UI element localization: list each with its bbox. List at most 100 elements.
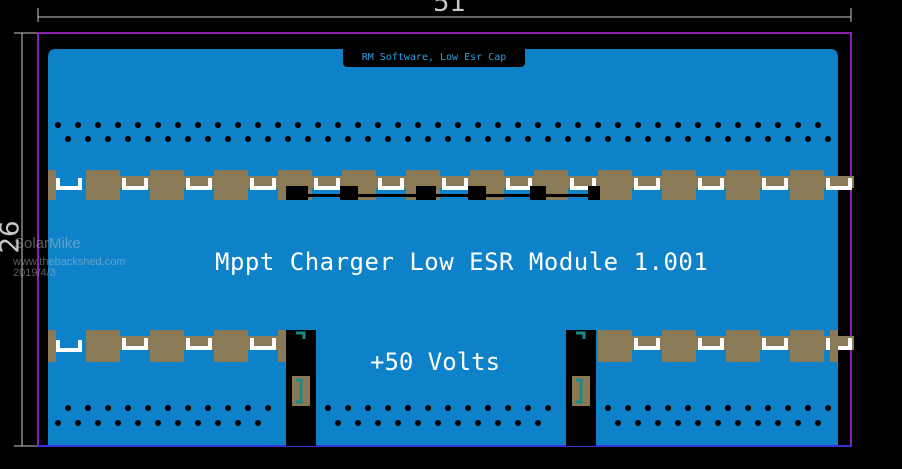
via-hole xyxy=(415,420,421,426)
silkscreen-bracket xyxy=(250,178,276,190)
silkscreen-bracket xyxy=(56,340,82,352)
via-hole xyxy=(635,122,641,128)
pad-bridge xyxy=(248,176,278,188)
via-hole xyxy=(335,122,341,128)
terminal-marker xyxy=(296,331,306,339)
via-hole xyxy=(725,136,731,142)
via-hole xyxy=(235,420,241,426)
silkscreen-bracket xyxy=(56,178,82,190)
terminal-marker xyxy=(296,378,303,404)
via-hole xyxy=(595,122,601,128)
via-hole xyxy=(645,405,651,411)
smd-component xyxy=(468,186,486,200)
via-hole xyxy=(445,405,451,411)
via-hole xyxy=(735,122,741,128)
pad-bridge xyxy=(568,176,598,188)
via-hole xyxy=(225,136,231,142)
silkscreen-bracket xyxy=(698,178,724,190)
via-hole xyxy=(205,405,211,411)
watermark-date: 2019/4/3 xyxy=(13,267,56,279)
via-hole xyxy=(315,122,321,128)
pad-bridge xyxy=(120,176,150,188)
via-hole xyxy=(375,122,381,128)
via-hole xyxy=(265,405,271,411)
pad-bridge xyxy=(824,176,854,188)
via-hole xyxy=(325,136,331,142)
capacitor-pad xyxy=(598,330,632,362)
via-hole xyxy=(515,420,521,426)
via-hole xyxy=(515,122,521,128)
watermark-name: SolarMike xyxy=(14,235,81,252)
via-hole xyxy=(555,122,561,128)
silkscreen-bracket xyxy=(570,178,596,190)
watermark-site: www.thebackshed.com xyxy=(13,256,126,268)
via-hole xyxy=(105,405,111,411)
via-hole xyxy=(535,420,541,426)
via-hole xyxy=(245,405,251,411)
via-hole xyxy=(285,136,291,142)
via-hole xyxy=(635,420,641,426)
top-silkscreen-tag: RM Software, Low Esr Cap xyxy=(343,49,525,67)
via-hole xyxy=(415,122,421,128)
via-hole xyxy=(705,136,711,142)
pad-bridge xyxy=(696,176,726,188)
via-hole xyxy=(255,122,261,128)
via-hole xyxy=(135,420,141,426)
silkscreen-bracket xyxy=(186,178,212,190)
via-hole xyxy=(535,122,541,128)
terminal-marker xyxy=(576,331,586,339)
silkscreen-bracket xyxy=(506,178,532,190)
via-hole xyxy=(725,405,731,411)
via-hole xyxy=(575,122,581,128)
via-hole xyxy=(475,122,481,128)
via-hole xyxy=(145,136,151,142)
via-hole xyxy=(155,420,161,426)
via-hole xyxy=(695,122,701,128)
via-hole xyxy=(255,420,261,426)
via-hole xyxy=(65,405,71,411)
pad-bridge xyxy=(504,176,534,188)
via-hole xyxy=(645,136,651,142)
silkscreen-bracket xyxy=(634,178,660,190)
silkscreen-bracket xyxy=(378,178,404,190)
silkscreen-bracket xyxy=(442,178,468,190)
via-hole xyxy=(495,420,501,426)
via-hole xyxy=(135,122,141,128)
via-hole xyxy=(375,420,381,426)
pad-bridge xyxy=(312,176,342,188)
via-hole xyxy=(695,420,701,426)
via-hole xyxy=(455,420,461,426)
via-hole xyxy=(355,122,361,128)
capacitor-pad xyxy=(830,330,838,362)
via-hole xyxy=(65,136,71,142)
via-hole xyxy=(165,136,171,142)
via-hole xyxy=(795,122,801,128)
via-hole xyxy=(505,136,511,142)
silkscreen-bracket xyxy=(762,338,788,350)
via-hole xyxy=(495,122,501,128)
via-hole xyxy=(715,122,721,128)
via-hole xyxy=(215,420,221,426)
via-hole xyxy=(445,136,451,142)
silkscreen-bracket xyxy=(314,178,340,190)
via-hole xyxy=(765,405,771,411)
via-hole xyxy=(565,136,571,142)
via-hole xyxy=(95,122,101,128)
via-hole xyxy=(815,420,821,426)
via-hole xyxy=(95,420,101,426)
via-hole xyxy=(385,405,391,411)
via-hole xyxy=(685,136,691,142)
width-dimension-label: 51 xyxy=(433,0,467,18)
silkscreen-bracket xyxy=(122,178,148,190)
capacitor-pad xyxy=(790,330,824,362)
silkscreen-bracket xyxy=(634,338,660,350)
via-hole xyxy=(475,420,481,426)
smd-component xyxy=(588,186,600,200)
via-hole xyxy=(485,136,491,142)
via-hole xyxy=(325,405,331,411)
via-hole xyxy=(185,405,191,411)
trace xyxy=(288,194,598,197)
via-hole xyxy=(795,420,801,426)
via-hole xyxy=(55,420,61,426)
smd-component xyxy=(340,186,358,200)
